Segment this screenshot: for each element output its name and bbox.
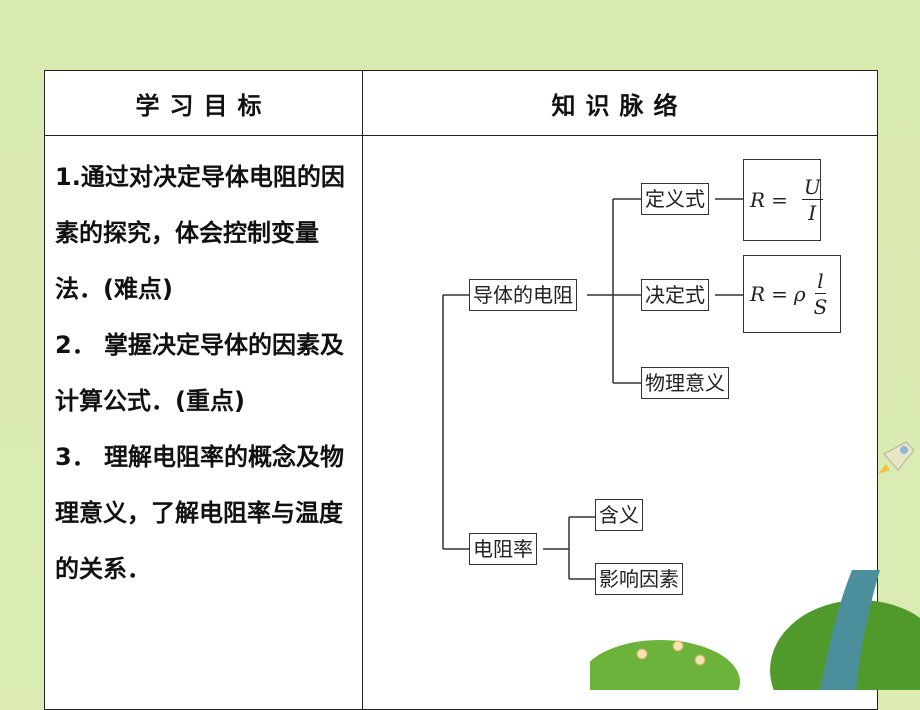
formula1-denominator: I bbox=[808, 200, 817, 225]
node-determining-formula: 决定式 bbox=[641, 279, 709, 311]
header-knowledge-map: 知识脉络 bbox=[362, 71, 877, 136]
node-definition-formula: 定义式 bbox=[641, 183, 709, 215]
formula-definition: R = U I bbox=[743, 159, 823, 241]
column-divider bbox=[362, 135, 363, 709]
formula1-eq: = bbox=[771, 188, 788, 212]
header-learning-goals: 学习目标 bbox=[45, 71, 363, 136]
formula2-denominator: S bbox=[813, 294, 828, 319]
tree-decoration-icon bbox=[590, 570, 920, 690]
formula-determining: R = ρ l S bbox=[743, 255, 841, 333]
formula2-lhs: R bbox=[750, 282, 766, 306]
node-conductor-resistance: 导体的电阻 bbox=[469, 279, 577, 311]
rocket-decoration-icon bbox=[878, 441, 915, 474]
node-meaning: 含义 bbox=[595, 499, 643, 531]
learning-goals-list: 1.通过对决定导体电阻的因素的探究，体会控制变量法．(难点) 2． 掌握决定导体… bbox=[55, 149, 355, 597]
node-resistivity: 电阻率 bbox=[469, 533, 537, 565]
diagram-connectors bbox=[442, 198, 743, 580]
goal-item-1: 1.通过对决定导体电阻的因素的探究，体会控制变量法．(难点) bbox=[55, 163, 345, 303]
goal-item-3: 3． 理解电阻率的概念及物理意义，了解电阻率与温度的关系． bbox=[55, 443, 345, 583]
formula2-rho: ρ bbox=[793, 282, 806, 306]
formula2-numerator: l bbox=[815, 268, 826, 294]
formula2-eq: = bbox=[771, 282, 788, 306]
node-influencing-factors: 影响因素 bbox=[595, 563, 683, 595]
node-physical-meaning: 物理意义 bbox=[641, 367, 729, 399]
formula1-fraction: U I bbox=[801, 174, 823, 226]
goal-item-2: 2． 掌握决定导体的因素及计算公式．(重点) bbox=[55, 331, 345, 415]
formula2-fraction: l S bbox=[814, 269, 828, 320]
knowledge-diagram: 导体的电阻 定义式 决定式 物理意义 R = U I R = ρ l S 电阻率… bbox=[431, 151, 847, 607]
formula1-numerator: U bbox=[801, 174, 823, 200]
content-table: 学习目标 知识脉络 1.通过对决定导体电阻的因素的探究，体会控制变量法．(难点)… bbox=[44, 70, 878, 710]
formula1-lhs: R bbox=[750, 188, 766, 212]
